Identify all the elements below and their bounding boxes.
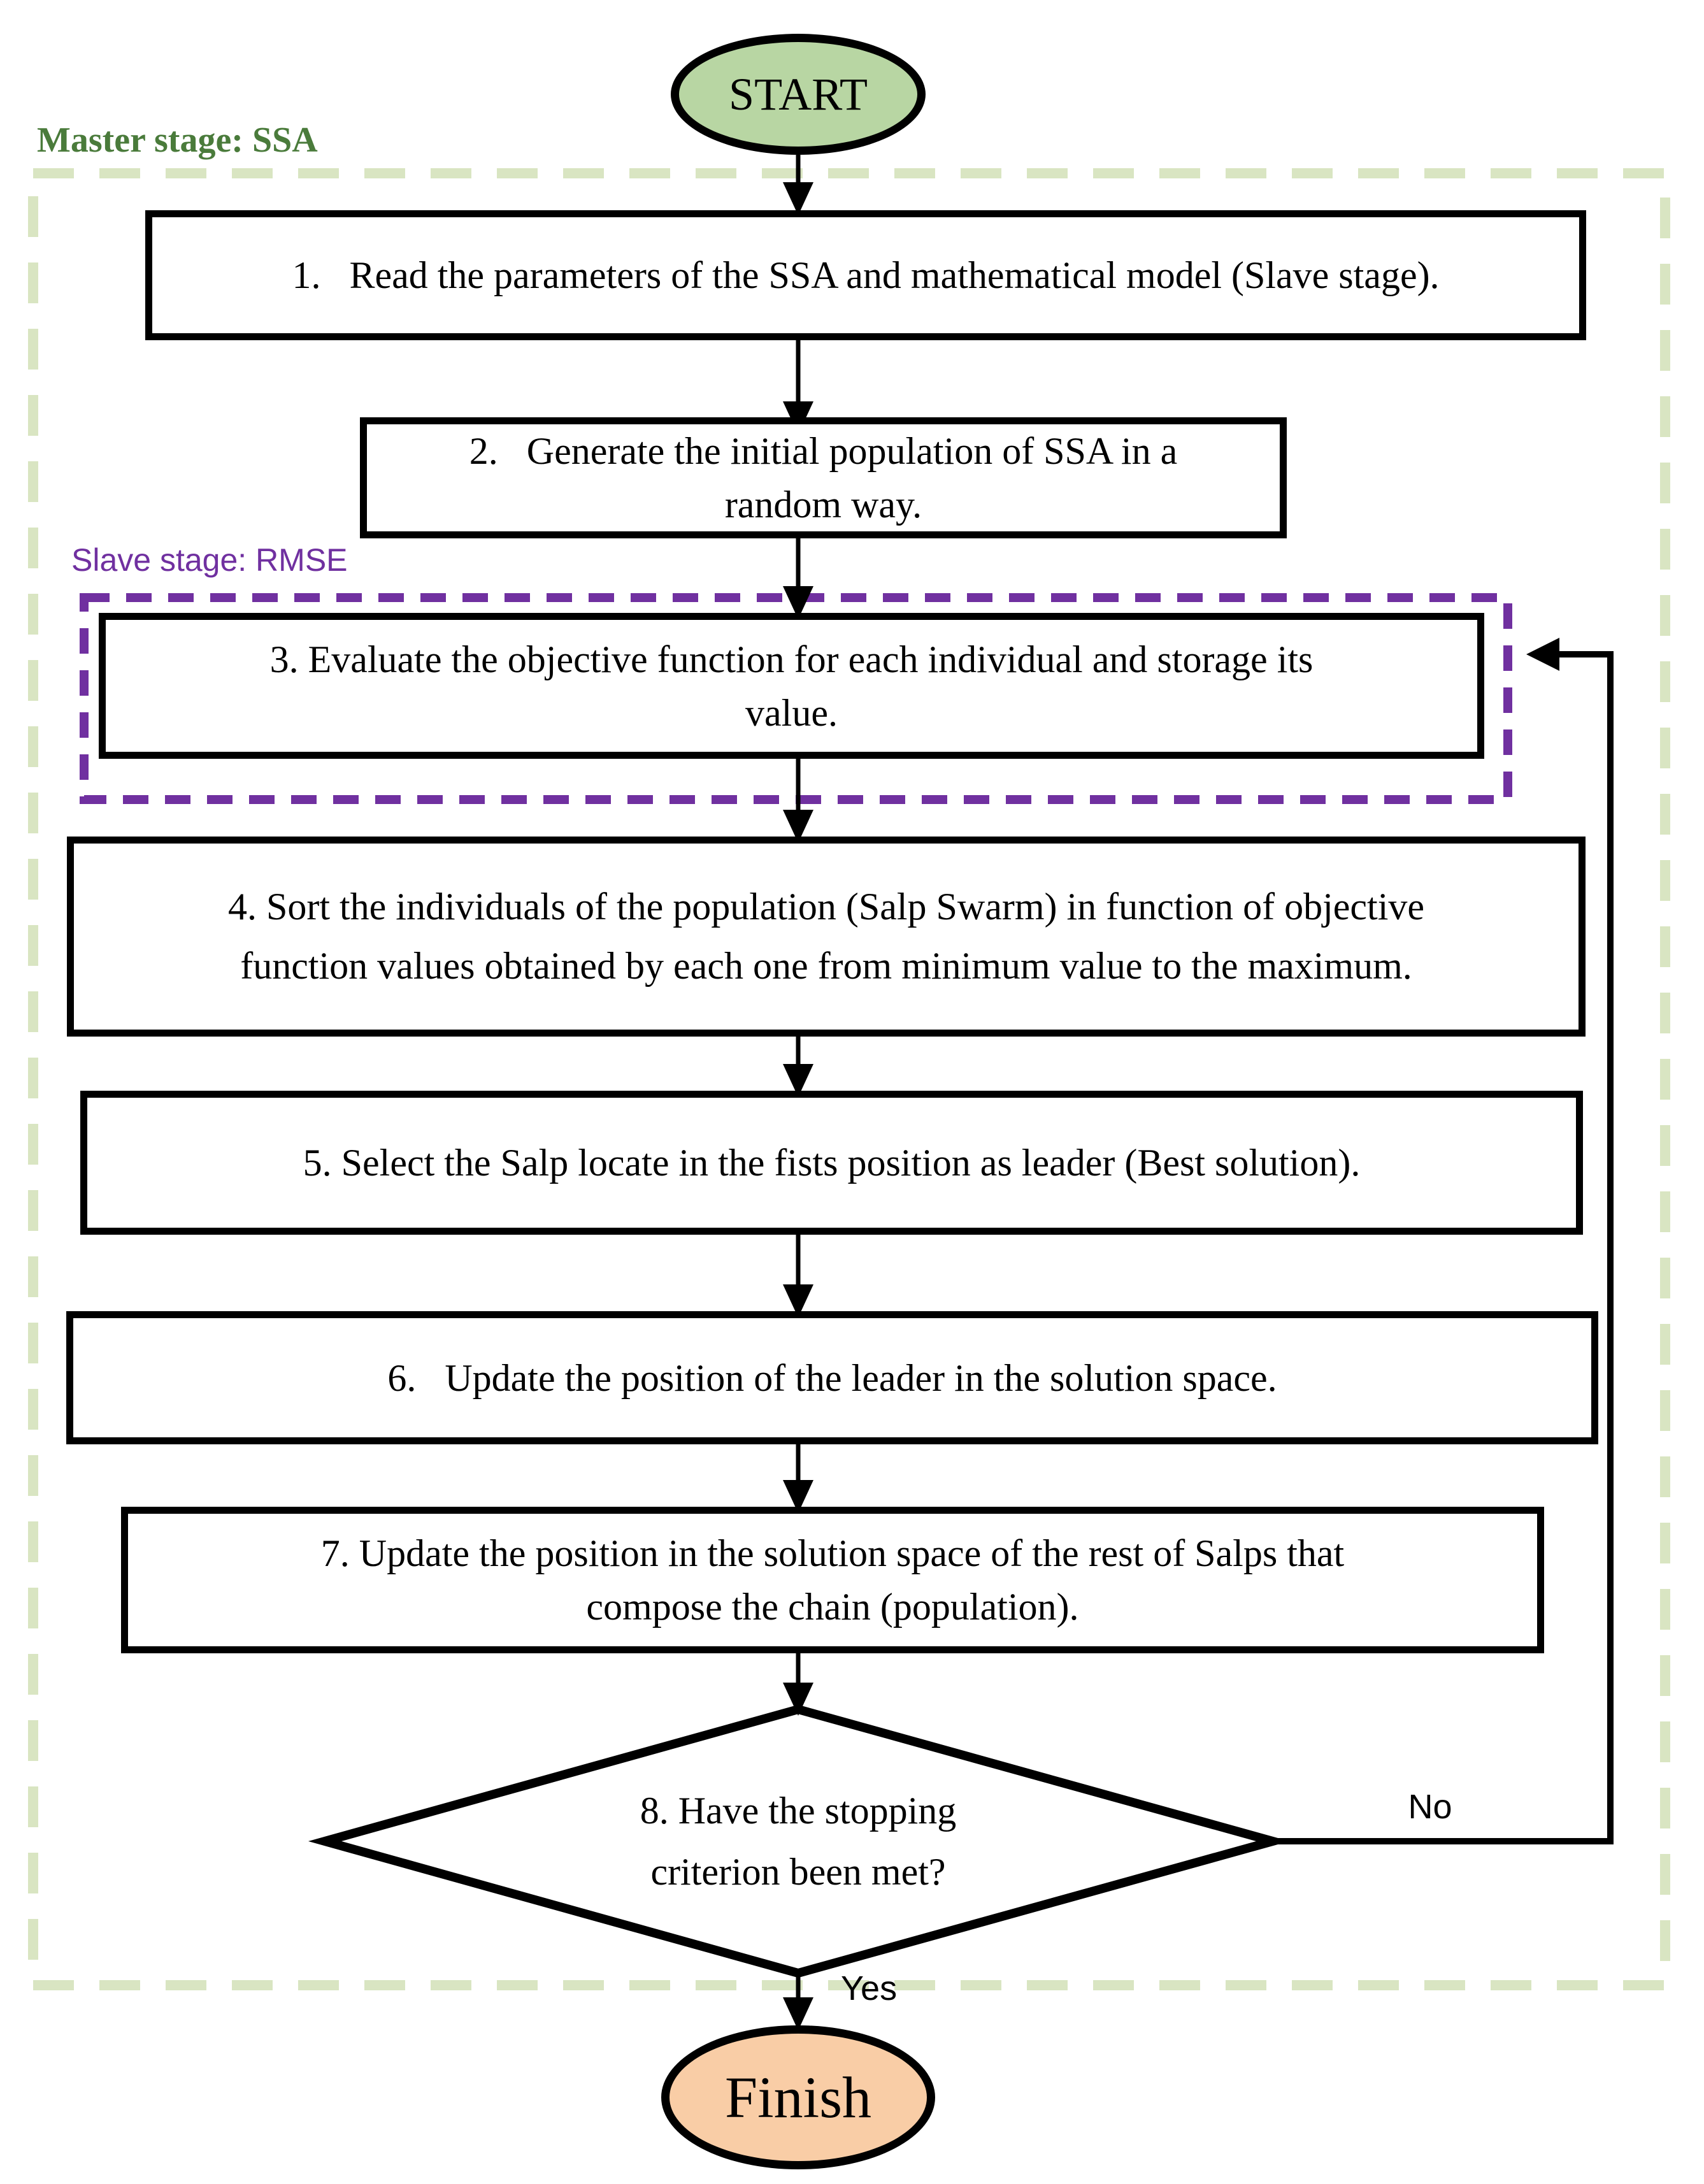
start-node: START (671, 34, 926, 155)
start-node-label: START (729, 68, 868, 120)
master-stage-boundary (28, 168, 1670, 1990)
slave-stage-label: Slave stage: RMSE (71, 542, 348, 578)
master-stage-label: Master stage: SSA (37, 120, 318, 160)
process-box-7: 7. Update the position in the solution s… (121, 1507, 1544, 1653)
yes-edge-label: Yes (841, 1969, 898, 2008)
arrow-step4-to-step5 (783, 1037, 813, 1097)
loop-no-connector (1273, 638, 1614, 1844)
process-box-2: 2. Generate the initial population of SS… (360, 417, 1287, 538)
arrow-step3-to-step4 (783, 759, 813, 843)
arrow-decision-to-finish (783, 1971, 813, 2030)
no-edge-label: No (1408, 1788, 1452, 1826)
arrow-step6-to-step7 (783, 1444, 813, 1513)
process-box-3: 3. Evaluate the objective function for e… (99, 613, 1484, 759)
arrow-step5-to-step6 (783, 1235, 813, 1318)
arrow-step7-to-decision (783, 1653, 813, 1716)
finish-node: Finish (661, 2025, 935, 2169)
finish-node-label: Finish (724, 2065, 872, 2130)
process-box-5: 5. Select the Salp locate in the fists p… (80, 1091, 1583, 1235)
decision-label: 8. Have the stopping criterion been met? (640, 1790, 957, 1893)
process-box-4: 4. Sort the individuals of the populatio… (67, 837, 1586, 1037)
process-box-1: 1. Read the parameters of the SSA and ma… (145, 210, 1586, 340)
arrow-start-to-step1 (783, 155, 813, 215)
process-box-6: 6. Update the position of the leader in … (66, 1311, 1598, 1444)
arrow-step2-to-step3 (783, 538, 813, 619)
